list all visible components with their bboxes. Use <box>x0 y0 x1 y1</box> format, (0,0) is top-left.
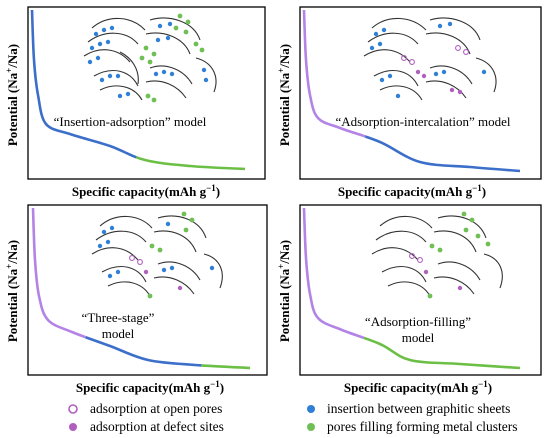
panel-4-model-label-1: “Adsorption-filling” <box>365 314 471 329</box>
legend-item-defect-sites: adsorption at defect sites <box>69 419 224 434</box>
panel-3-ylabel: Potential (Na+/Na) <box>4 240 20 342</box>
panel-3-frame <box>27 204 268 376</box>
panel-3-xlabel: Specific capacity(mAh g−1) <box>76 379 224 395</box>
panel-3-model-label-1: “Three-stage” <box>82 310 155 325</box>
panel-1-model-label: “Insertion-adsorption” model <box>54 114 207 129</box>
panel-1-curve <box>32 10 245 169</box>
panel-2-model-label: “Adsorption-intercalation” model <box>335 114 510 129</box>
panel-3: Potential (Na+/Na) “Three-stage” <box>4 204 268 395</box>
panel-3-curve-segment-green <box>31 207 251 370</box>
legend-label-metal-clusters: pores filling forming metal clusters <box>327 419 517 434</box>
panel-1-curve-segment-green <box>30 9 246 171</box>
panel-2-curve-segment-purple <box>302 9 521 173</box>
open-ring-marker-icon <box>68 404 78 414</box>
panel-2-xlabel: Specific capacity(mAh g−1) <box>338 183 486 199</box>
panel-4-frame <box>299 204 542 376</box>
panel-1: Potential (Na+/Na) <box>4 6 266 199</box>
panel-4-curve-segment-purple <box>302 207 521 370</box>
panel-2-frame <box>299 6 542 180</box>
panel-1-ylabel: Potential (Na+/Na) <box>4 44 20 146</box>
panel-3-microstructure <box>91 211 223 299</box>
panel-4-model-label-2: model <box>402 330 435 345</box>
panel-1-microstructure <box>83 13 217 103</box>
legend-label-open-pores: adsorption at open pores <box>90 401 222 416</box>
panel-2-curve-segment-blue <box>302 9 521 173</box>
panel-4-ylabel: Potential (Na+/Na) <box>276 240 292 342</box>
legend-item-graphitic-insertion: insertion between graphitic sheets <box>307 401 510 416</box>
panel-1-frame <box>27 6 266 180</box>
panel-4-curve-segment-green <box>302 207 521 370</box>
filled-dot-marker-icon <box>307 405 315 413</box>
filled-dot-marker-icon <box>69 423 77 431</box>
panel-2: Potential (Na+/Na) “Adsorpt <box>276 6 542 199</box>
panel-3-model-label-2: model <box>102 326 135 341</box>
panel-3-curve-segment-purple <box>31 207 251 370</box>
legend: adsorption at open pores adsorption at d… <box>68 401 517 434</box>
panel-1-xlabel: Specific capacity(mAh g−1) <box>72 183 220 199</box>
panel-3-curve <box>33 208 250 368</box>
panel-3-curve-segment-blue <box>31 207 251 370</box>
panel-1-curve-segment-blue <box>30 9 246 171</box>
panel-4: Potential (Na+/Na) “Adsorption-filling” … <box>276 204 542 395</box>
panel-2-microstructure <box>363 17 497 101</box>
legend-item-open-pores: adsorption at open pores <box>68 401 222 416</box>
legend-item-metal-clusters: pores filling forming metal clusters <box>307 419 517 434</box>
filled-dot-marker-icon <box>307 423 315 431</box>
panel-2-curve <box>304 10 520 171</box>
panel-4-xlabel: Specific capacity(mAh g−1) <box>344 379 492 395</box>
panel-4-microstructure <box>371 211 503 299</box>
legend-label-defect-sites: adsorption at defect sites <box>90 419 224 434</box>
panel-2-ylabel: Potential (Na+/Na) <box>276 44 292 146</box>
legend-label-graphitic-insertion: insertion between graphitic sheets <box>327 401 510 416</box>
